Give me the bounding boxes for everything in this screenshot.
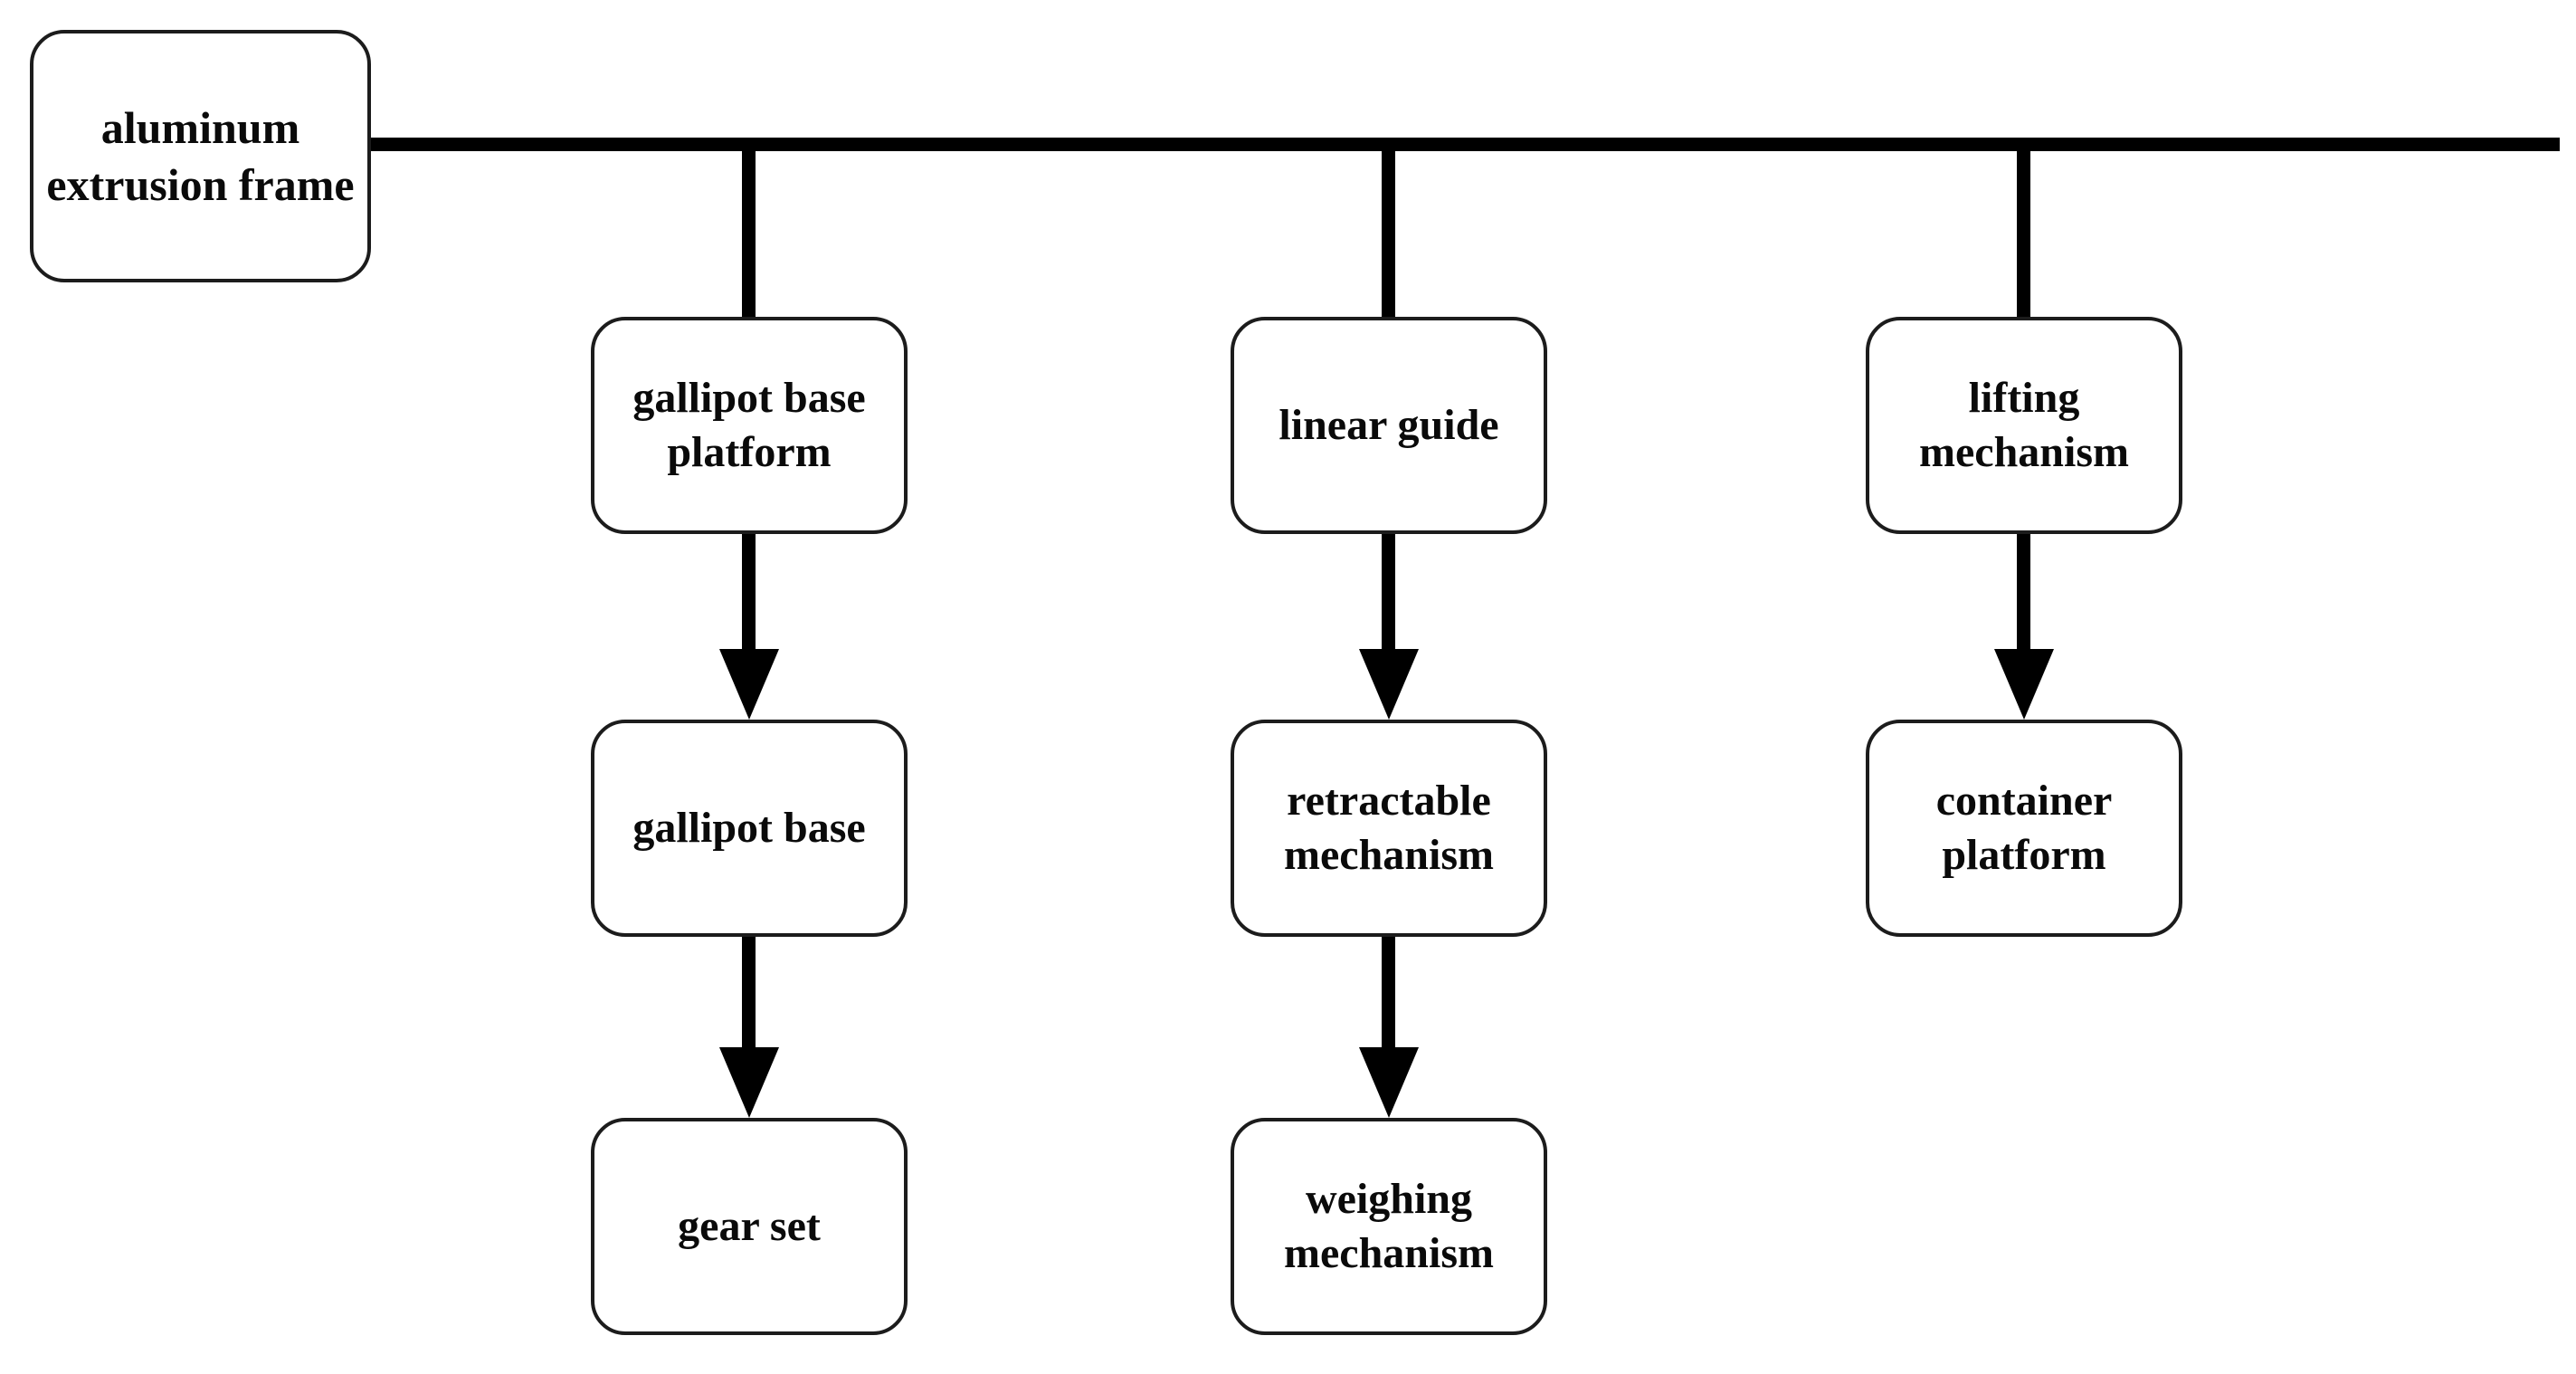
node-label: aluminum extrusion frame	[46, 102, 355, 210]
node-label: lifting mechanism	[1919, 374, 2129, 476]
trunk-line	[366, 138, 2560, 151]
arrow-stem-retractable-to-weighing	[1382, 935, 1395, 1050]
node-linear-guide: linear guide	[1231, 317, 1547, 534]
node-label: linear guide	[1278, 401, 1499, 449]
node-label: container platform	[1935, 777, 2113, 879]
node-retractable-mechanism: retractable mechanism	[1231, 720, 1547, 937]
arrow-stem-lifting-to-container	[2017, 530, 2030, 652]
node-lifting-mechanism: lifting mechanism	[1866, 317, 2182, 534]
node-container-platform: container platform	[1866, 720, 2182, 937]
arrow-down-icon	[1359, 649, 1419, 720]
node-gallipot-base: gallipot base	[591, 720, 908, 937]
node-gear-set: gear set	[591, 1118, 908, 1335]
node-label: weighing mechanism	[1284, 1175, 1494, 1277]
arrow-stem-gallipot-base-to-gear-set	[742, 935, 756, 1050]
arrow-stem-platform-to-gallipot-base	[742, 530, 756, 652]
node-label: gallipot base platform	[632, 374, 866, 476]
node-label: retractable mechanism	[1284, 777, 1494, 879]
stub-connector-lifting-column	[2017, 138, 2030, 319]
node-label: gear set	[678, 1202, 821, 1250]
stub-connector-linear-guide-column	[1382, 138, 1395, 319]
arrow-stem-linear-guide-to-retractable	[1382, 530, 1395, 652]
arrow-down-icon	[1359, 1047, 1419, 1118]
arrow-down-icon	[719, 1047, 779, 1118]
node-weighing-mechanism: weighing mechanism	[1231, 1118, 1547, 1335]
arrow-down-icon	[719, 649, 779, 720]
node-gallipot-base-platform: gallipot base platform	[591, 317, 908, 534]
node-label: gallipot base	[632, 804, 866, 852]
stub-connector-gallipot-column	[742, 138, 756, 319]
arrow-down-icon	[1994, 649, 2054, 720]
node-aluminum-extrusion-frame: aluminum extrusion frame	[30, 30, 371, 282]
